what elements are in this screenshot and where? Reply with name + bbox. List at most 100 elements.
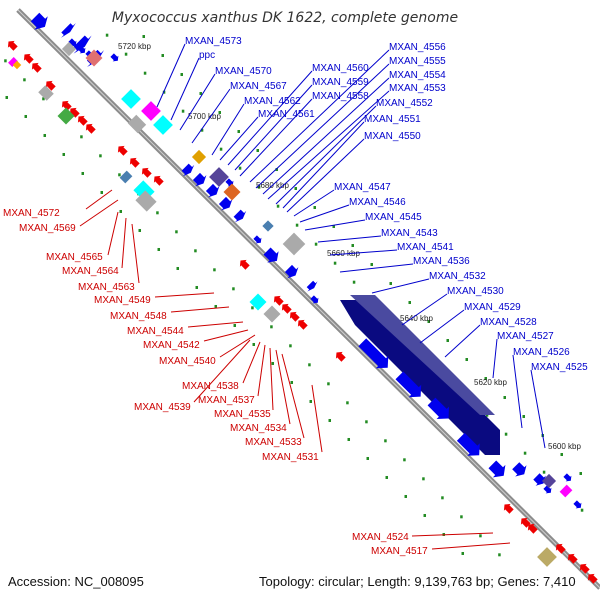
tick-label: 5720 kbp xyxy=(118,42,151,51)
divider-dot xyxy=(138,228,142,232)
gene-label-fwd: MXAN_4573 xyxy=(185,36,242,47)
reverse-gene-arrow xyxy=(587,573,598,584)
tick-label: 5600 kbp xyxy=(548,442,581,451)
divider-dot xyxy=(522,415,525,419)
divider-dot xyxy=(347,437,351,441)
genome-backbone xyxy=(16,8,600,590)
divider-dot xyxy=(62,152,66,156)
feature-block xyxy=(209,167,229,187)
divider-dot xyxy=(200,128,204,132)
divider-dot xyxy=(465,358,468,362)
forward-gene-arrow xyxy=(218,196,233,211)
divider-dot xyxy=(346,401,349,405)
divider-dot xyxy=(461,551,465,555)
divider-dot xyxy=(422,477,425,481)
gene-label-fwd: MXAN_4532 xyxy=(429,271,486,282)
forward-gene-arrow xyxy=(306,280,318,292)
feature-block xyxy=(85,49,103,67)
gene-label-fwd: MXAN_4554 xyxy=(389,70,446,81)
divider-dot xyxy=(404,494,408,498)
divider-dot xyxy=(251,306,254,310)
divider-dot xyxy=(351,244,354,248)
divider-dot xyxy=(484,377,487,381)
divider-dot xyxy=(542,470,546,474)
divider-dot xyxy=(560,453,563,457)
divider-dot xyxy=(232,287,235,291)
reverse-gene-arrow xyxy=(153,175,164,186)
divider-dot xyxy=(4,59,7,63)
gene-label-rev: MXAN_4538 xyxy=(182,381,239,392)
divider-dot xyxy=(366,456,370,460)
forward-gene-arrow xyxy=(284,264,299,279)
divider-dot xyxy=(313,206,316,210)
divider-dot xyxy=(161,54,164,58)
reverse-genes xyxy=(7,40,598,584)
divider-dot xyxy=(308,363,311,367)
divider-dot xyxy=(257,185,261,189)
divider-dot xyxy=(309,399,313,403)
divider-dot xyxy=(156,211,159,215)
feature-block xyxy=(127,114,147,134)
divider-dot xyxy=(143,71,147,75)
forward-gene-arrow xyxy=(427,397,449,419)
forward-gene-arrow xyxy=(543,485,552,494)
forward-gene-arrow xyxy=(533,473,546,486)
feature-block xyxy=(249,293,267,311)
divider-dot xyxy=(199,92,202,96)
forward-gene-arrow xyxy=(110,53,119,62)
forward-gene-arrow xyxy=(358,338,389,369)
forward-gene-arrow xyxy=(61,23,76,38)
gene-label-fwd: MXAN_4550 xyxy=(364,131,421,142)
divider-dot xyxy=(275,168,278,172)
divider-dot xyxy=(579,472,582,476)
divider-dot xyxy=(124,52,128,56)
gene-label-fwd: MXAN_4543 xyxy=(381,228,438,239)
gene-label-rev: MXAN_4540 xyxy=(159,356,216,367)
forward-gene-arrow xyxy=(512,462,527,477)
gene-label-fwd: MXAN_4528 xyxy=(480,317,537,328)
divider-dot xyxy=(256,149,259,153)
reverse-gene-arrow xyxy=(7,40,18,51)
reverse-gene-arrow xyxy=(239,259,250,270)
divider-dot xyxy=(295,223,299,227)
gene-label-rev: MXAN_4565 xyxy=(46,252,103,263)
gene-label-fwd: MXAN_4556 xyxy=(389,42,446,53)
forward-gene-arrow xyxy=(488,460,506,478)
forward-gene-arrow xyxy=(192,172,207,187)
gene-label-fwd: MXAN_4553 xyxy=(389,83,446,94)
gene-label-rev: MXAN_4542 xyxy=(143,340,200,351)
divider-dot xyxy=(384,439,387,443)
forward-gene-arrow xyxy=(253,235,262,244)
divider-dot xyxy=(328,418,332,422)
gene-label-fwd: MXAN_4547 xyxy=(334,182,391,193)
reverse-gene-arrow xyxy=(141,167,152,178)
gene-label-fwd: MXAN_4530 xyxy=(447,286,504,297)
forward-gene-arrow xyxy=(310,295,319,304)
gene-label-fwd: MXAN_4525 xyxy=(531,362,588,373)
feature-block xyxy=(38,85,54,101)
divider-dot xyxy=(479,534,482,538)
tick-label: 5700 kbp xyxy=(188,112,221,121)
divider-dot xyxy=(5,95,9,99)
divider-dot xyxy=(142,35,145,39)
divider-dot xyxy=(181,109,185,113)
divider-dot xyxy=(237,130,240,134)
divider-dot xyxy=(460,515,463,519)
divider-dot xyxy=(403,458,406,462)
divider-dot xyxy=(213,268,216,272)
divider-dot xyxy=(276,204,280,208)
dark-gene-block xyxy=(340,295,500,455)
divider-dot xyxy=(423,513,427,517)
reverse-gene-arrow xyxy=(555,543,566,554)
divider-dot xyxy=(503,396,506,400)
feature-block xyxy=(537,547,557,567)
forward-gene-arrow xyxy=(30,12,48,30)
gene-label-fwd: MXAN_4536 xyxy=(413,256,470,267)
divider-dot xyxy=(105,33,109,37)
divider-dot xyxy=(157,247,161,251)
divider-dot xyxy=(314,242,318,246)
forward-gene-arrow xyxy=(563,473,572,482)
divider-dot xyxy=(252,342,256,346)
gene-label-rev: MXAN_4531 xyxy=(262,452,319,463)
